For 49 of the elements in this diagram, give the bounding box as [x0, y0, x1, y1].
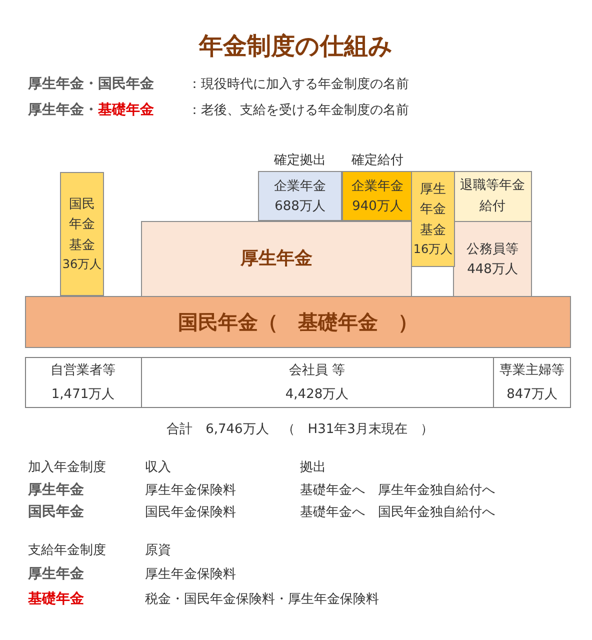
table-cell-text: 自営業者等 [50, 362, 116, 379]
row-heading: 基礎年金 [28, 590, 84, 608]
pension-name: 公務員等 [466, 240, 518, 259]
column-heading: 収入 [145, 459, 171, 476]
column-heading: 加入年金制度 [28, 459, 106, 476]
member-count: 688万人 [274, 198, 326, 216]
column-heading: 原資 [145, 542, 171, 559]
table-cell-text: 1,471万人 [50, 386, 116, 403]
fund-box [60, 172, 104, 296]
table-cell-text: 847万人 [506, 386, 558, 403]
row-heading: 厚生年金 [28, 481, 84, 499]
pension-name: 厚生年金 [240, 247, 312, 272]
legend-term: 厚生年金・国民年金 [28, 75, 154, 93]
row-text: 税金・国民年金保険料・厚生年金保険料 [145, 591, 379, 608]
pension-box [141, 221, 412, 297]
member-count: 16万人 [413, 240, 453, 258]
legend-term: 基礎年金 [98, 101, 154, 119]
plan-type-heading: 確定給付 [350, 152, 404, 169]
member-count: 940万人 [352, 198, 403, 216]
plan-type-heading: 確定拠出 [273, 152, 327, 169]
diagram-title: 年金制度の仕組み [198, 31, 394, 62]
benefit-box [453, 171, 532, 222]
pension-name: 企業年金 [274, 178, 326, 196]
pension-name: 退職等年金給付 [459, 177, 526, 216]
pension-name: 企業年金 [352, 178, 404, 196]
base-pension-band [25, 296, 571, 348]
pension-name: 国民年金基金 [68, 196, 96, 255]
legend-note: ：老後、支給を受ける年金制度の名前 [188, 102, 409, 119]
row-text: 国民年金保険料 [145, 504, 236, 521]
table-cell-text: 4,428万人 [284, 386, 350, 403]
legend-note: ：現役時代に加入する年金制度の名前 [188, 76, 409, 93]
member-count: 448万人 [467, 261, 518, 278]
row-heading: 国民年金 [28, 503, 84, 521]
row-heading: 厚生年金 [28, 565, 84, 583]
member-count: 36万人 [62, 256, 102, 273]
total-note: 合計 6,746万人 （ H31年3月末現在 ） [166, 421, 434, 438]
pension-name: 厚生年金基金 [419, 181, 447, 240]
civil-servant-box [453, 221, 532, 297]
pension-name: 国民年金（ 基礎年金 ） [178, 308, 418, 336]
row-text: 基礎年金へ 厚生年金独自給付へ [300, 482, 495, 499]
row-text: 基礎年金へ 国民年金独自給付へ [300, 504, 495, 521]
fund-box [411, 171, 455, 267]
column-heading: 支給年金制度 [28, 542, 106, 559]
row-text: 厚生年金保険料 [145, 566, 236, 583]
row-text: 厚生年金保険料 [145, 482, 236, 499]
legend-term: 厚生年金・ [28, 101, 98, 119]
table-cell-text: 会社員 等 [288, 362, 346, 379]
table-cell-text: 専業主婦等 [498, 362, 566, 379]
column-heading: 拠出 [300, 459, 326, 476]
